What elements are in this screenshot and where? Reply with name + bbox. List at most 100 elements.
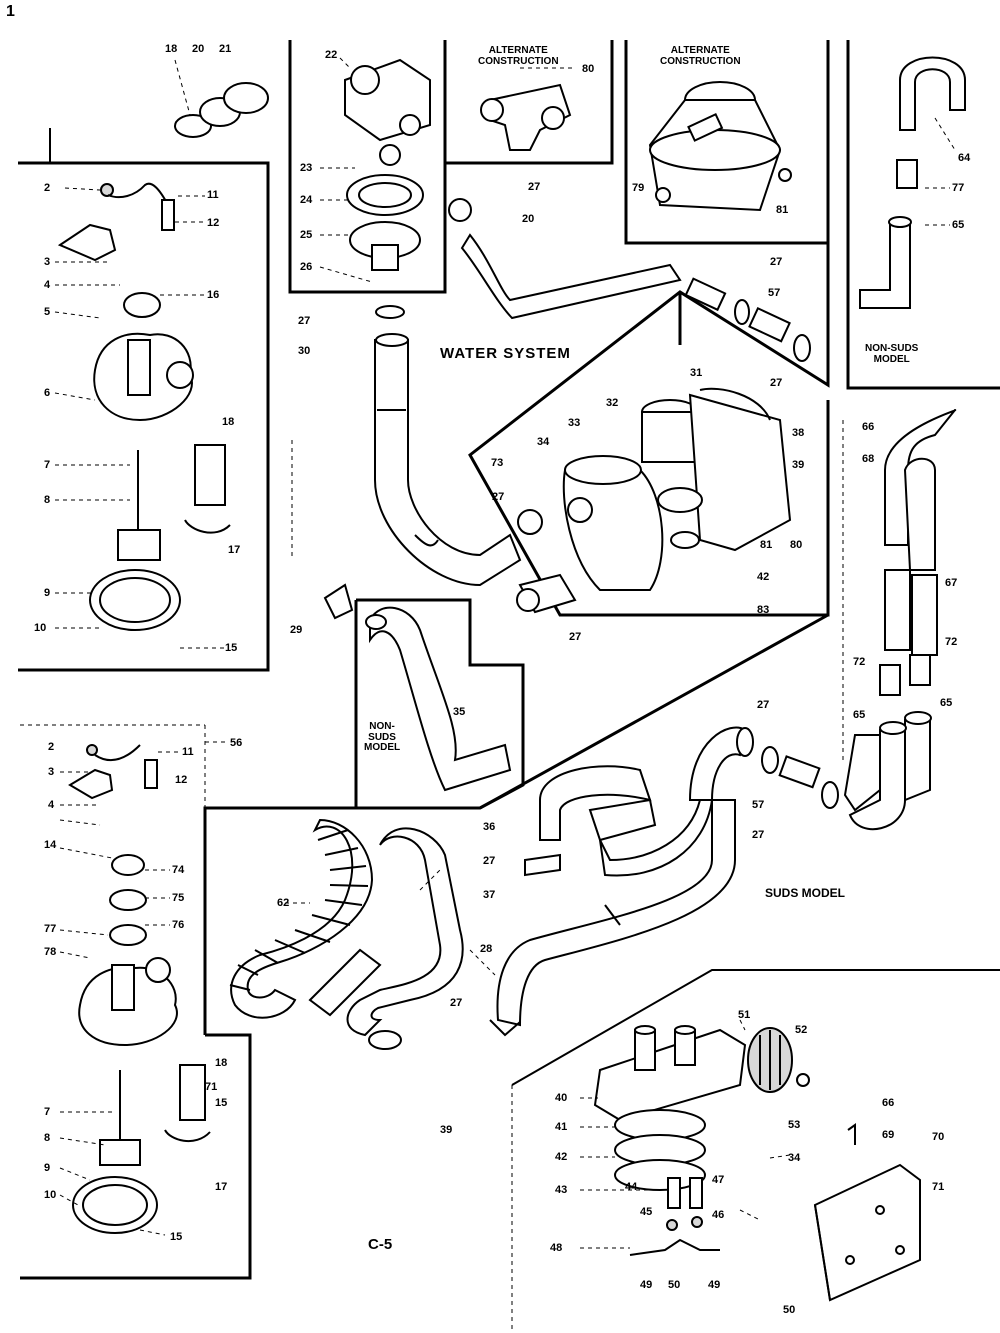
part-label: 2 bbox=[44, 182, 51, 194]
part-label: 77 bbox=[952, 182, 965, 194]
part-label: 46 bbox=[712, 1209, 725, 1221]
alt-construction-1-line1: ALTERNATE bbox=[488, 45, 548, 56]
part-label: 12 bbox=[207, 217, 220, 229]
part-label: 14 bbox=[44, 839, 57, 851]
non-suds-center-line1: NON- bbox=[369, 721, 395, 732]
part-label: 43 bbox=[555, 1184, 568, 1196]
part-label: 51 bbox=[738, 1009, 751, 1021]
part-label: 27 bbox=[492, 491, 505, 503]
non-suds-hoses-right bbox=[859, 56, 966, 309]
part-label: 42 bbox=[757, 571, 770, 583]
non-suds-center-line3: MODEL bbox=[364, 742, 401, 753]
non-suds-right-line1: NON-SUDS bbox=[865, 343, 919, 354]
part-label: 27 bbox=[450, 997, 463, 1009]
part-label: 3 bbox=[44, 256, 51, 268]
part-label: 65 bbox=[940, 697, 953, 709]
part-label: 81 bbox=[776, 204, 789, 216]
part-label: 44 bbox=[625, 1181, 638, 1193]
part-label: 69 bbox=[882, 1129, 895, 1141]
title-water-system: WATER SYSTEM bbox=[440, 345, 571, 362]
part-label: 30 bbox=[298, 345, 311, 357]
part-label: 27 bbox=[483, 855, 496, 867]
part-label: 78 bbox=[44, 946, 57, 958]
part-label: 83 bbox=[757, 604, 770, 616]
alternate-construction-pump bbox=[648, 81, 792, 212]
part-label: 71 bbox=[932, 1181, 945, 1193]
part-label: 18 bbox=[215, 1057, 228, 1069]
part-label: 66 bbox=[882, 1097, 895, 1109]
part-label: 15 bbox=[225, 642, 238, 654]
part-label: 71 bbox=[205, 1081, 218, 1093]
part-label: 4 bbox=[48, 799, 55, 811]
non-suds-center-line2: SUDS bbox=[368, 731, 396, 743]
part-label: 27 bbox=[528, 181, 541, 193]
part-label: 34 bbox=[537, 436, 550, 448]
part-label: 4 bbox=[44, 279, 51, 291]
part-label: 27 bbox=[770, 256, 783, 268]
main-pump-assembly bbox=[516, 387, 792, 614]
title-suds-model: SUDS MODEL bbox=[765, 886, 846, 900]
part-label: 48 bbox=[550, 1242, 563, 1254]
title-alt-construction-2: ALTERNATE CONSTRUCTION bbox=[660, 45, 741, 67]
part-label: 57 bbox=[752, 799, 765, 811]
part-label: 8 bbox=[44, 1132, 51, 1144]
part-label: 20 bbox=[522, 213, 535, 225]
part-label: 20 bbox=[192, 43, 205, 55]
part-label: 29 bbox=[290, 624, 303, 636]
alternate-construction-fitting bbox=[480, 83, 572, 151]
part-label: 50 bbox=[668, 1279, 681, 1291]
part-label: 22 bbox=[325, 49, 338, 61]
part-label: 17 bbox=[228, 544, 241, 556]
drain-pump-assembly bbox=[593, 1025, 921, 1302]
part-label: 18 bbox=[165, 43, 178, 55]
part-label: 2 bbox=[48, 741, 55, 753]
part-label: 3 bbox=[48, 766, 55, 778]
part-label: 27 bbox=[298, 315, 311, 327]
part-label: 65 bbox=[952, 219, 965, 231]
part-label: 26 bbox=[300, 261, 313, 273]
part-label: 24 bbox=[300, 194, 313, 206]
part-label: 72 bbox=[853, 656, 866, 668]
part-label: 70 bbox=[932, 1131, 945, 1143]
part-label: 33 bbox=[568, 417, 581, 429]
part-label: 73 bbox=[491, 457, 504, 469]
part-label: 38 bbox=[792, 427, 805, 439]
page-code: C-5 bbox=[368, 1236, 393, 1253]
part-label: 40 bbox=[555, 1092, 568, 1104]
part-label: 79 bbox=[632, 182, 645, 194]
part-label: 66 bbox=[862, 421, 875, 433]
part-label: 80 bbox=[582, 63, 595, 75]
part-label: 6 bbox=[44, 387, 51, 399]
part-label: 17 bbox=[215, 1181, 228, 1193]
part-label: 49 bbox=[640, 1279, 653, 1291]
part-label: 23 bbox=[300, 162, 313, 174]
suds-hoses-center bbox=[489, 726, 839, 1037]
alt-construction-1-line2: CONSTRUCTION bbox=[478, 55, 559, 67]
part-label: 72 bbox=[945, 636, 958, 648]
sheet-number: 1 bbox=[6, 3, 15, 20]
part-label: 36 bbox=[483, 821, 496, 833]
part-label: 15 bbox=[170, 1231, 183, 1243]
part-label: 53 bbox=[788, 1119, 801, 1131]
part-label: 57 bbox=[768, 287, 781, 299]
part-label: 10 bbox=[44, 1189, 57, 1201]
part-label: 75 bbox=[172, 892, 185, 904]
part-label: 62 bbox=[277, 897, 290, 909]
part-label: 68 bbox=[862, 453, 875, 465]
part-label: 11 bbox=[182, 746, 194, 758]
part-label: 81 bbox=[760, 539, 773, 551]
title-non-suds-center: NON- SUDS MODEL bbox=[364, 721, 401, 754]
inlet-valve-assembly-top bbox=[57, 82, 269, 631]
alt-construction-2-line1: ALTERNATE bbox=[670, 45, 730, 56]
inlet-valve-assembly-bottom bbox=[68, 744, 211, 1234]
corrugation-lines bbox=[229, 829, 369, 991]
part-label: 5 bbox=[44, 306, 51, 318]
part-label: 27 bbox=[770, 377, 783, 389]
title-alt-construction-1: ALTERNATE CONSTRUCTION bbox=[478, 45, 559, 67]
part-label: 64 bbox=[958, 152, 971, 164]
part-label: 41 bbox=[555, 1121, 568, 1133]
part-label: 11 bbox=[207, 189, 219, 201]
part-label: 10 bbox=[34, 622, 47, 634]
part-label: 56 bbox=[230, 737, 243, 749]
corrugated-drain-hose bbox=[229, 818, 464, 1050]
